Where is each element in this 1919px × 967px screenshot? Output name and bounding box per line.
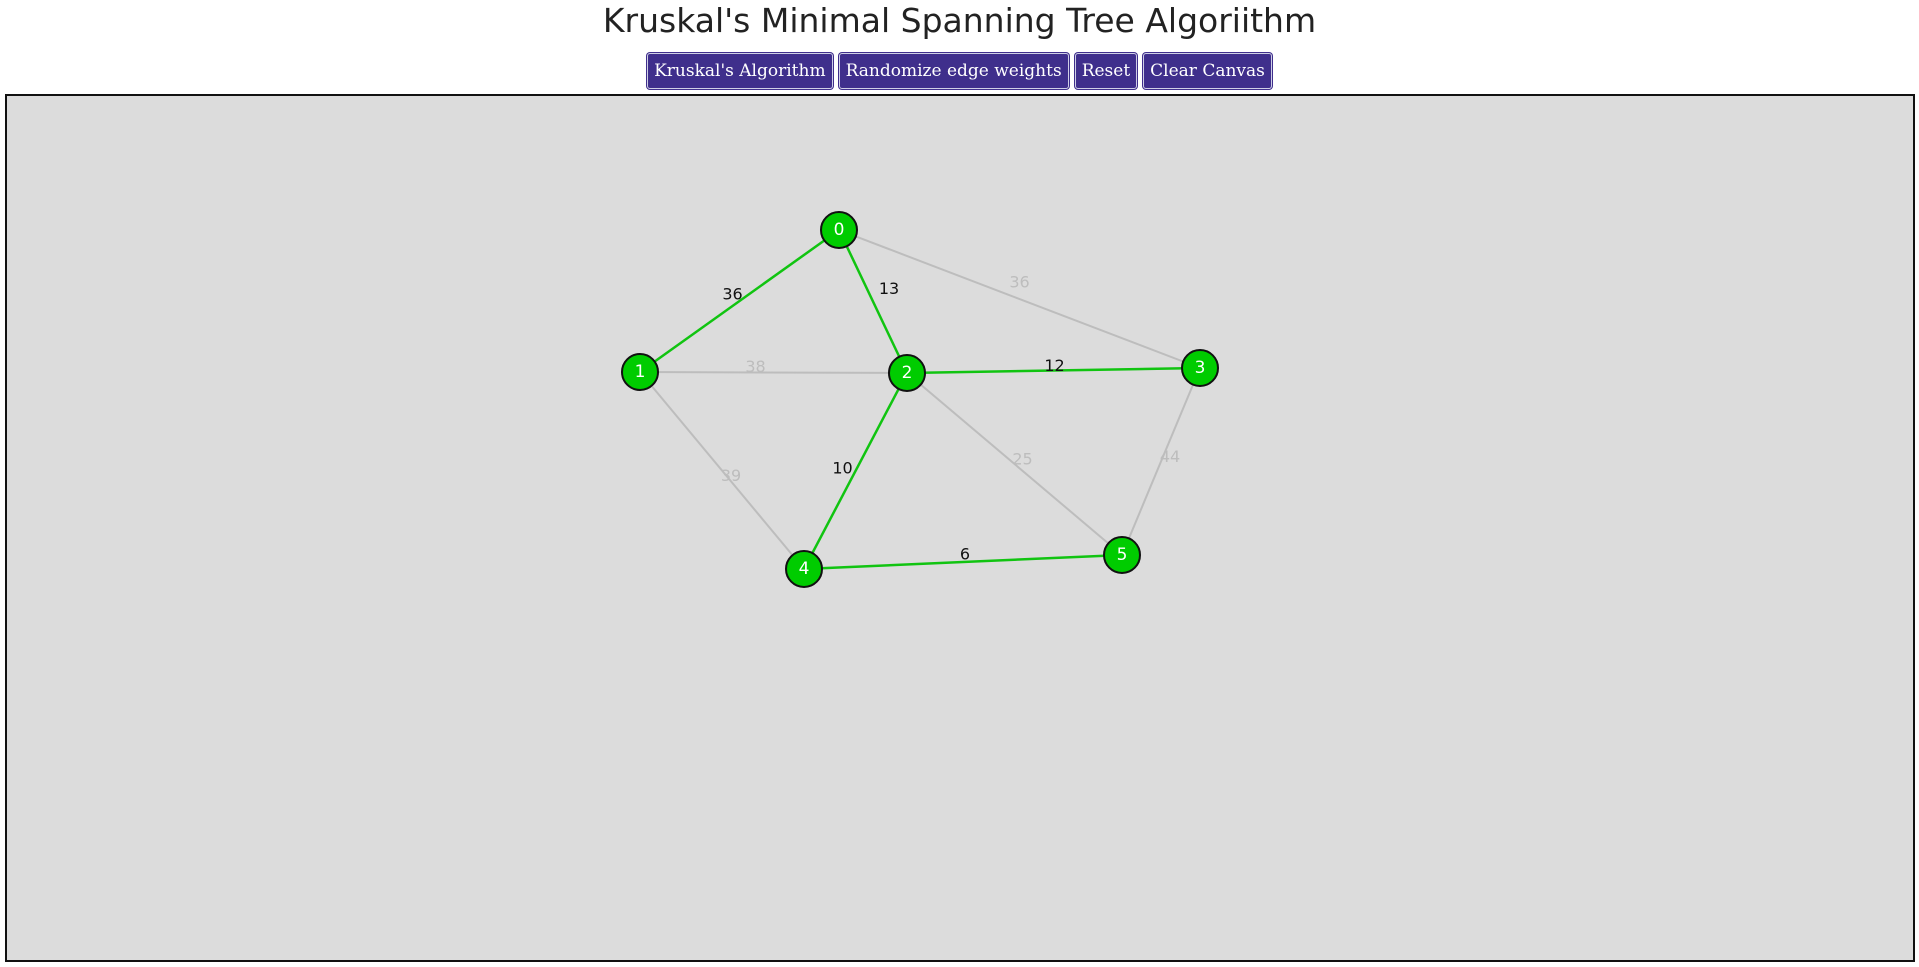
edge-3-5 [1121,367,1201,556]
node-circle[interactable] [1181,349,1219,387]
node-label: 3 [1195,358,1206,378]
edge-weight-label-0-3: 36 [1009,273,1029,292]
node-label: 0 [834,220,845,240]
reset-button[interactable]: Reset [1074,53,1138,89]
page-title: Kruskal's Minimal Spanning Tree Algoriit… [602,1,1317,40]
edge-weight-label-0-1: 36 [722,285,742,304]
edge-weight-label-2-3: 12 [1044,356,1064,375]
node-label: 4 [799,559,810,579]
clear-canvas-button[interactable]: Clear Canvas [1143,53,1272,89]
edge-2-3 [906,366,1201,375]
toolbar: Kruskal's Algorithm Randomize edge weigh… [0,53,1919,89]
graph-node-1[interactable]: 1 [621,353,659,391]
graph-node-0[interactable]: 0 [820,211,858,249]
edge-0-1 [639,228,840,374]
edge-weight-label-3-5: 44 [1160,447,1180,466]
randomize-edge-weights-button[interactable]: Randomize edge weights [838,53,1069,89]
edge-0-3 [838,229,1201,369]
edge-weight-label-2-4: 10 [832,459,852,478]
node-label: 1 [635,362,646,382]
edge-weight-label-0-2: 13 [879,279,899,298]
edge-0-2 [837,229,909,374]
edges-layer [639,228,1201,571]
node-circle[interactable] [621,353,659,391]
kruskal-algorithm-button[interactable]: Kruskal's Algorithm [647,53,833,89]
graph-node-5[interactable]: 5 [1103,536,1141,574]
node-label: 5 [1117,545,1128,565]
edge-1-2 [639,371,908,374]
graph-node-2[interactable]: 2 [888,354,926,392]
graph-node-3[interactable]: 3 [1181,349,1219,387]
node-label: 2 [902,363,913,383]
node-circle[interactable] [820,211,858,249]
edge-4-5 [803,553,1123,571]
edge-weight-label-4-5: 6 [960,545,970,564]
edge-weight-label-2-5: 25 [1012,450,1032,469]
node-circle[interactable] [1103,536,1141,574]
edge-weight-label-1-4: 39 [721,466,741,485]
node-circle[interactable] [888,354,926,392]
edge-2-5 [906,372,1123,556]
graph-node-4[interactable]: 4 [785,550,823,588]
edge-2-4 [802,372,909,570]
node-circle[interactable] [785,550,823,588]
edge-1-4 [639,371,805,570]
edge-weight-label-1-2: 38 [745,357,765,376]
